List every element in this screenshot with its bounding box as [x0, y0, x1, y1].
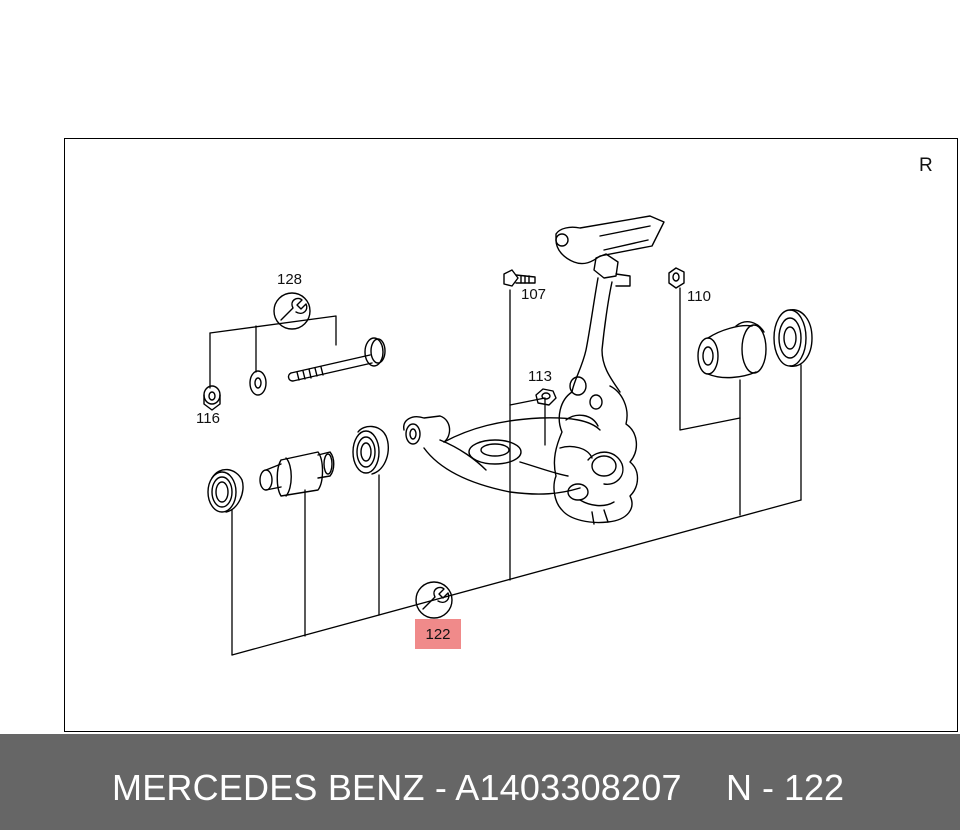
wrench-icon-128 — [273, 292, 311, 330]
wrench-icon-122 — [415, 581, 453, 619]
bushing-cylinder — [259, 451, 335, 497]
washer — [249, 370, 267, 396]
callout-116: 116 — [196, 410, 220, 427]
callout-113: 113 — [528, 368, 552, 385]
reference-number-text: N - 122 — [726, 767, 845, 808]
nut-116 — [203, 385, 221, 411]
callout-110: 110 — [687, 288, 711, 305]
nut-113 — [535, 388, 557, 406]
highlighted-callout-122: 122 — [415, 619, 461, 649]
callout-107: 107 — [521, 286, 547, 303]
long-bolt — [287, 337, 386, 382]
nut-110 — [668, 267, 685, 289]
control-arm — [403, 415, 601, 495]
part-number-text: MERCEDES BENZ - A1403308207 — [112, 767, 682, 808]
bushing-ring-right — [773, 309, 813, 367]
callout-122: 122 — [425, 625, 451, 643]
bushing-cylinder-right — [697, 321, 767, 379]
bushing-ring-left — [207, 468, 244, 513]
bolt-107 — [503, 269, 536, 287]
leader-lines — [209, 287, 802, 656]
callout-128: 128 — [277, 271, 303, 288]
diagram-frame — [64, 138, 958, 732]
corner-label: R — [919, 155, 933, 176]
steering-knuckle — [553, 215, 665, 525]
footer-bar — [0, 734, 960, 830]
bushing-ring-mid — [352, 425, 390, 475]
